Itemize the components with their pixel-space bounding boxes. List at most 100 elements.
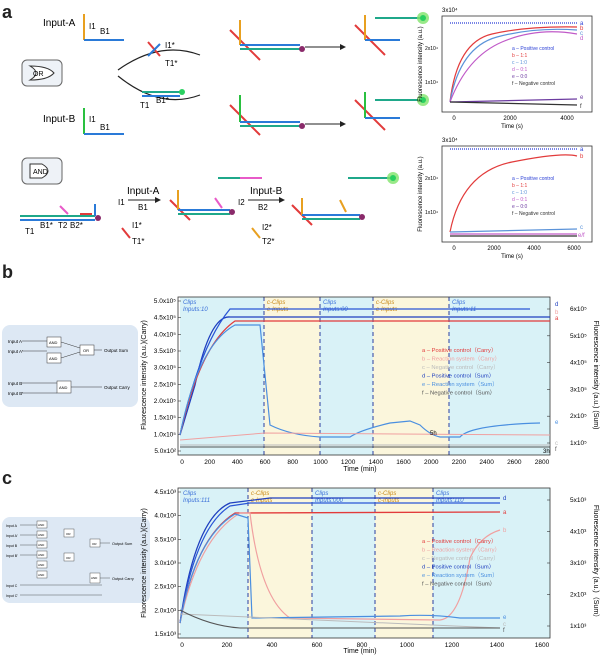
plot1-legend: a – Positive control b – 1:1 c – 1:0 d –… [512, 46, 555, 87]
svg-text:AND: AND [38, 563, 45, 567]
svg-text:B2: B2 [258, 203, 268, 212]
panel-b-schematic: Input A Input A' Input B Input B' AND AN… [2, 325, 138, 407]
svg-text:6000: 6000 [567, 246, 581, 252]
svg-text:OR: OR [66, 556, 71, 560]
svg-text:OR: OR [83, 348, 89, 353]
segment-label: Inputs:11 [452, 307, 476, 313]
svg-text:AND: AND [91, 576, 98, 580]
svg-text:3h: 3h [543, 449, 550, 455]
ytick-right: 2x10³ [570, 592, 587, 599]
svg-text:1x10⁴: 1x10⁴ [425, 80, 438, 86]
svg-text:Input A': Input A' [6, 534, 18, 538]
complex-top [229, 20, 305, 61]
ytick-left: 4.0x10⁵ [154, 331, 177, 338]
svg-text:e – 0:0: e – 0:0 [512, 74, 528, 80]
ytick-left: 4.5x10⁵ [154, 315, 177, 322]
legend-entry: f – Negative control（Sum） [422, 581, 495, 588]
segment-label: Inputs:110 [436, 498, 464, 504]
svg-text:OR: OR [66, 532, 71, 536]
panel-a-plot2: 3x10⁴ Fluorescence intensity (a.u.) 1x10… [418, 137, 593, 260]
xtick: 0 [180, 642, 184, 649]
product-bottom [354, 92, 429, 131]
svg-text:f: f [503, 628, 505, 634]
xtick: 1200 [341, 459, 356, 466]
svg-text:0: 0 [452, 246, 456, 252]
xtick: 2400 [479, 459, 494, 466]
svg-text:Fluorescence intensity (a.u.): Fluorescence intensity (a.u.) [418, 156, 424, 231]
svg-text:c: c [503, 622, 506, 628]
svg-text:I1*: I1* [132, 221, 142, 230]
svg-text:d – 0:1: d – 0:1 [512, 67, 528, 73]
panel-c-letter: c [2, 468, 13, 488]
panel-b-curves [179, 308, 551, 448]
svg-text:5h: 5h [430, 431, 437, 437]
xtick: 1400 [490, 642, 505, 649]
ytick-left: 5.0x10² [154, 448, 177, 455]
svg-text:I2: I2 [238, 198, 245, 207]
svg-text:Input A: Input A [6, 524, 18, 528]
segment-label: c-Clips [376, 300, 394, 306]
xtick: 2200 [452, 459, 467, 466]
svg-text:Input B: Input B [8, 381, 22, 386]
xtick: 1400 [369, 459, 384, 466]
ytick-left: 4.0x10³ [154, 513, 177, 520]
svg-text:Time (min): Time (min) [343, 466, 376, 473]
panel-b-chart: ClipsInputs:10c-Clipsc-InputsClipsInputs… [141, 296, 599, 473]
ytick-left: 2.5x10³ [154, 584, 177, 591]
ytick-left: 3.5x10⁵ [154, 348, 177, 355]
svg-text:AND: AND [38, 523, 45, 527]
complex-bottom [229, 95, 305, 136]
svg-text:0: 0 [452, 116, 456, 122]
svg-text:T1*: T1* [132, 237, 144, 246]
svg-text:f – Negative control: f – Negative control [512, 211, 555, 217]
ytick-right: 3x10⁵ [570, 386, 587, 393]
segment-bg [433, 488, 550, 638]
svg-text:4000: 4000 [527, 246, 541, 252]
legend-entry: e – Reaction system（Sum） [422, 381, 498, 388]
xtick: 800 [287, 459, 298, 466]
svg-text:Fluorescence intensity (a.u.): Fluorescence intensity (a.u.) (Sum) [592, 321, 599, 430]
svg-text:Fluorescence intensity (a.u.)(: Fluorescence intensity (a.u.)(Carry) [141, 320, 148, 430]
segment-label: c-Inputs [251, 498, 272, 504]
ytick-right: 5x10³ [570, 497, 587, 504]
xtick: 200 [204, 459, 215, 466]
ytick-left: 1.5x10³ [154, 631, 177, 638]
svg-text:AND: AND [38, 543, 45, 547]
svg-text:d – 0:1: d – 0:1 [512, 197, 528, 203]
segment-label: c-Clips [251, 491, 269, 497]
svg-text:OR: OR [92, 542, 97, 546]
input-a-label: Input-A [43, 18, 76, 29]
svg-text:AND: AND [38, 533, 45, 537]
svg-text:T1: T1 [25, 227, 35, 236]
svg-text:e: e [580, 95, 584, 101]
svg-text:I2*: I2* [262, 223, 272, 232]
segment-label: Inputs:10 [183, 307, 208, 313]
legend-entry: b – Reaction system（Carry） [422, 547, 500, 554]
ytick-left: 3.0x10³ [154, 560, 177, 567]
segment-label: c-Clips [267, 300, 285, 306]
svg-text:B1: B1 [138, 203, 148, 212]
and-gate-icon [29, 163, 49, 179]
ytick-right: 4x10⁵ [570, 360, 587, 367]
segment-label: Clips [323, 300, 336, 306]
input-b-label: Input-B [43, 114, 76, 125]
svg-text:2000: 2000 [503, 116, 517, 122]
ytick-left: 3.5x10³ [154, 536, 177, 543]
svg-text:Time (s): Time (s) [501, 254, 523, 260]
svg-text:b: b [580, 26, 584, 32]
legend-entry: a – Positive control（Carry） [422, 538, 497, 545]
svg-text:Output Sum: Output Sum [112, 542, 132, 546]
svg-text:b: b [555, 310, 559, 316]
segment-label: Clips [183, 491, 196, 497]
xtick: 800 [357, 642, 368, 649]
svg-text:T1: T1 [140, 101, 150, 110]
svg-text:a – Positive control: a – Positive control [512, 46, 554, 52]
ytick-left: 2.0x10³ [154, 607, 177, 614]
svg-text:I1*: I1* [165, 41, 175, 50]
svg-text:AND: AND [49, 340, 58, 345]
plot2-legend: a – Positive control b – 1:1 c – 1:0 d –… [512, 176, 555, 217]
svg-text:3x10⁴: 3x10⁴ [442, 7, 458, 14]
svg-text:T2*: T2* [262, 237, 274, 246]
svg-text:Input C': Input C' [6, 594, 18, 598]
ytick-left: 4.5x10³ [154, 489, 177, 496]
